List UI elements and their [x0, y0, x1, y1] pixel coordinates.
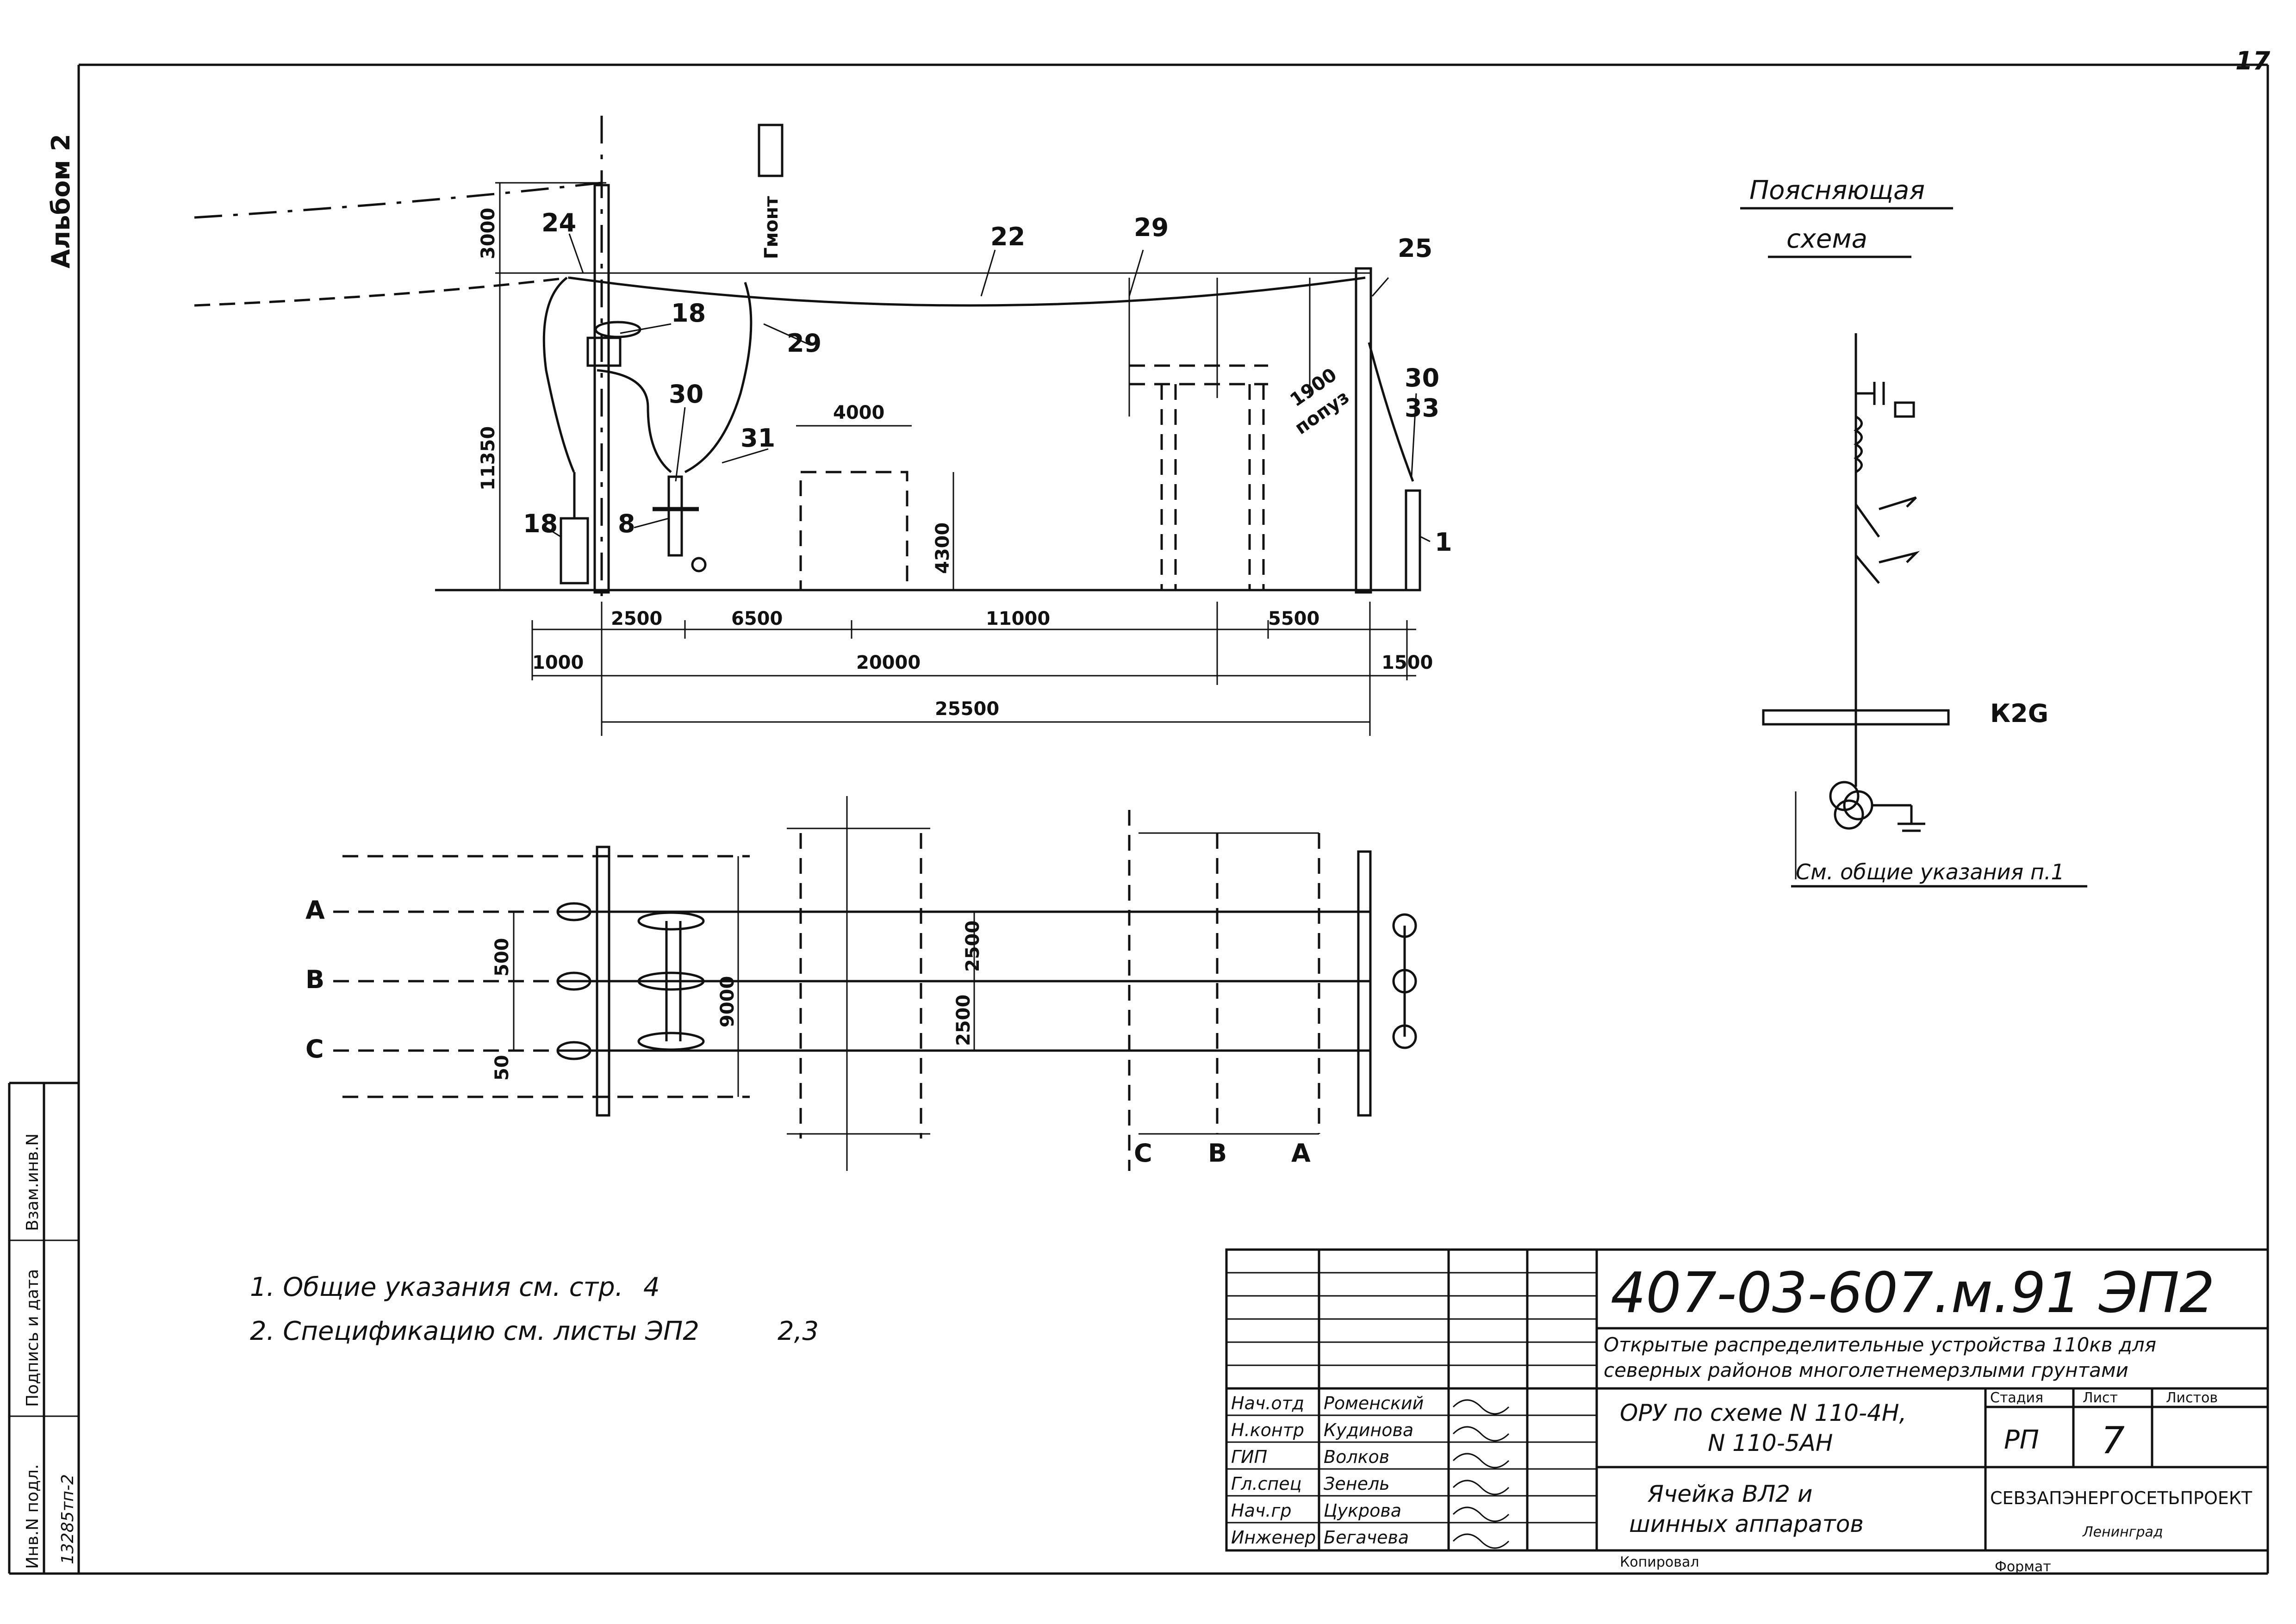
phase-b-label: B	[305, 965, 324, 994]
plan-dim-9000: 9000	[717, 976, 738, 1027]
apparatus-18-upper	[586, 336, 622, 367]
object-title-1: ОРУ по схеме N 110-4Н,	[1620, 1400, 1906, 1426]
plan-labels: A B C 500 50 9000 2500 2500 C B A	[305, 896, 1311, 1168]
mount-note: Гмонт	[761, 196, 782, 259]
org-city: Ленинград	[2082, 1524, 2163, 1540]
dim-2500: 2500	[611, 608, 662, 629]
plan-dim-2500-upper: 2500	[962, 921, 983, 972]
dim-3000: 3000	[478, 208, 499, 259]
staff-name-3: Волков	[1324, 1447, 1389, 1467]
staff-name-4: Зенель	[1324, 1474, 1390, 1494]
copied-label: Копировал	[1620, 1554, 1699, 1570]
sheet-frame	[8, 63, 2269, 1575]
staff-name-6: Бегачева	[1324, 1527, 1409, 1548]
callout-8: 8	[618, 509, 635, 538]
dim-1500: 1500	[1381, 652, 1433, 673]
general-note-1: 1. Общие указания см. стр.	[250, 1272, 623, 1302]
org-name: СЕВЗАПЭНЕРГОСЕТЬПРОЕКТ	[1990, 1488, 2252, 1508]
plan-view	[333, 796, 1417, 1171]
title-block: 407-03-607.м.91 ЭП2 Открытые распределит…	[1225, 1248, 2269, 1575]
project-title-1: Открытые распределительные устройства 11…	[1604, 1333, 2156, 1356]
general-note-1-page: 4	[643, 1272, 660, 1302]
sheet-title-2: шинных аппаратов	[1629, 1511, 1864, 1537]
dim-6500: 6500	[731, 608, 783, 629]
callout-18-lower: 18	[523, 509, 558, 538]
col-sheet: Лист	[2083, 1390, 2118, 1406]
callout-33: 33	[1405, 393, 1439, 423]
staff-list: Нач.отд Роменский Н.контр Кудинова ГИП В…	[1231, 1393, 1424, 1548]
project-title-2: северных районов многолетнемерзлыми грун…	[1604, 1359, 2128, 1381]
object-title-2: N 110-5АН	[1708, 1430, 1833, 1456]
schematic-title-1: Поясняющая	[1749, 175, 1925, 205]
col-sheets: Листов	[2166, 1390, 2218, 1406]
general-note-2: 2. Спецификацию см. листы ЭП2	[250, 1316, 699, 1346]
staff-name-2: Кудинова	[1324, 1420, 1413, 1440]
dim-4300: 4300	[932, 523, 953, 574]
general-note-2-sheets: 2,3	[778, 1316, 819, 1346]
explanatory-schematic: Поясняющая схема К2G См. общие указания …	[1740, 175, 2087, 888]
plan-bottom-a: A	[1291, 1139, 1311, 1168]
left-strip-sign-date: Подпись и дата	[23, 1269, 42, 1407]
callout-30-right: 30	[1405, 363, 1439, 392]
plan-right-portal	[1357, 850, 1372, 1117]
bus-label: К2G	[1990, 699, 2048, 728]
staff-name-5: Цукрова	[1324, 1500, 1401, 1521]
format-label: Формат	[1995, 1559, 2051, 1575]
elevation-view	[194, 116, 1431, 736]
right-portal-column	[1355, 267, 1372, 594]
callout-25: 25	[1398, 234, 1432, 263]
dim-25500: 25500	[935, 698, 999, 720]
callout-29-mid: 29	[787, 329, 821, 358]
staff-role-1: Нач.отд	[1231, 1393, 1304, 1413]
schematic-note: См. общие указания п.1	[1796, 859, 2065, 884]
col-stage: Стадия	[1990, 1390, 2043, 1406]
plan-dim-2500-lower: 2500	[953, 995, 974, 1046]
dim-20000: 20000	[856, 652, 921, 673]
callout-1: 1	[1435, 528, 1452, 557]
apparatus-18-lower	[560, 517, 589, 585]
apparatus-8	[667, 475, 683, 557]
callout-18-upper: 18	[671, 299, 706, 328]
phase-c-label: C	[305, 1034, 324, 1064]
bus-bar	[1762, 709, 1950, 726]
left-strip-inv-replace: Взам.инв.N	[23, 1133, 42, 1231]
apparatus-1	[1405, 489, 1421, 591]
plan-bottom-c: C	[1134, 1139, 1152, 1168]
staff-role-6: Инженер	[1231, 1527, 1316, 1548]
dim-1000: 1000	[532, 652, 584, 673]
stage-value: РП	[2004, 1425, 2039, 1455]
signature-scribbles	[1452, 1399, 1510, 1549]
callout-29-top: 29	[1134, 213, 1169, 242]
dim-5500: 5500	[1268, 608, 1319, 629]
left-strip-inv-orig: Инв.N подл.	[23, 1464, 42, 1569]
schematic-title-2: схема	[1786, 224, 1867, 254]
staff-role-5: Нач.гр	[1231, 1500, 1291, 1521]
doc-code: 407-03-607.м.91 ЭП2	[1611, 1261, 2215, 1325]
dim-11350: 11350	[478, 426, 499, 491]
plan-dim-500: 500	[492, 938, 513, 977]
dim-4000: 4000	[833, 402, 884, 423]
plan-bottom-b: B	[1208, 1139, 1227, 1168]
plan-dim-50: 50	[492, 1055, 513, 1081]
sheet-number-value: 7	[2101, 1419, 2125, 1462]
callout-24: 24	[541, 208, 576, 237]
phase-a-label: A	[305, 896, 325, 925]
dim-11000: 11000	[986, 608, 1050, 629]
plan-left-portal	[596, 846, 610, 1117]
staff-name-1: Роменский	[1324, 1393, 1424, 1413]
staff-role-3: ГИП	[1231, 1447, 1267, 1467]
general-notes: 1. Общие указания см. стр. 4 2. Специфик…	[250, 1272, 819, 1346]
callout-30-left: 30	[669, 380, 703, 409]
sheet-title-1: Ячейка ВЛ2 и	[1647, 1481, 1812, 1507]
elevation-labels: 3000 11350 4000 4300 2500 6500 11000 550…	[478, 196, 1452, 720]
left-strip-inv-number: 13285тп-2	[58, 1474, 77, 1564]
callout-22: 22	[990, 222, 1025, 251]
album-label: Альбом 2	[46, 134, 75, 268]
callout-31: 31	[740, 423, 775, 453]
staff-role-4: Гл.спец	[1231, 1474, 1302, 1494]
staff-role-2: Н.контр	[1231, 1420, 1304, 1440]
sheet-corner-number: 17	[2235, 46, 2271, 75]
